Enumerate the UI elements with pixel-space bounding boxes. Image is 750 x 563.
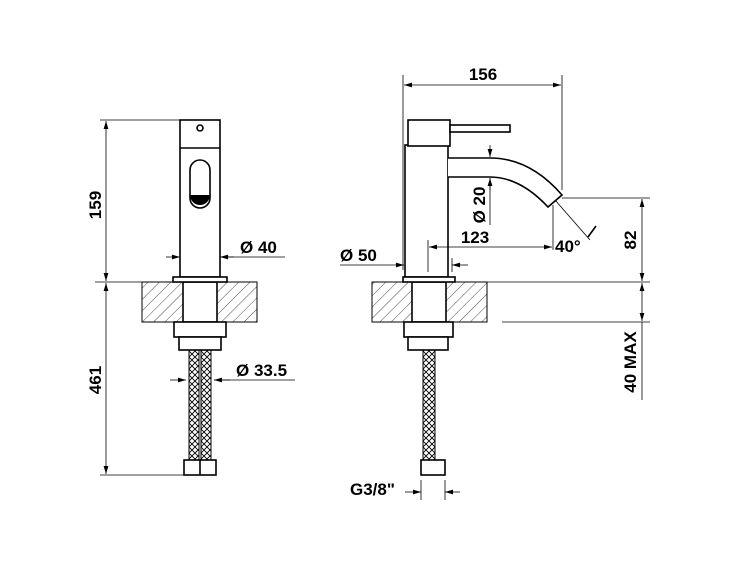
hose (422, 349, 436, 461)
spout-reach-label: 123 (461, 228, 489, 247)
connection-label: G3/8" (350, 480, 395, 499)
below-counter-label: 461 (86, 366, 105, 394)
side-view: 156 82 40 MAX Ø 50 123 Ø 20 40° G3/8" (340, 65, 650, 500)
front-view: 159 461 Ø 40 Ø 33.5 (86, 119, 295, 476)
lever (449, 124, 511, 133)
faucet-body (404, 144, 449, 278)
height-label: 159 (86, 191, 105, 219)
hose (188, 349, 200, 461)
spout-angle-label: 40° (555, 237, 581, 256)
spout-diameter-label: Ø 20 (470, 187, 489, 224)
hose-diameter-label: Ø 33.5 (236, 361, 287, 380)
width-label: 156 (469, 65, 497, 84)
hose (200, 349, 212, 461)
body-diameter-label: Ø 40 (240, 238, 277, 257)
base-diameter-label: Ø 50 (340, 246, 377, 265)
max-thickness-label: 40 MAX (621, 331, 640, 393)
spout-height-label: 82 (621, 231, 640, 250)
spout (448, 157, 564, 209)
lever-slot (189, 159, 211, 209)
